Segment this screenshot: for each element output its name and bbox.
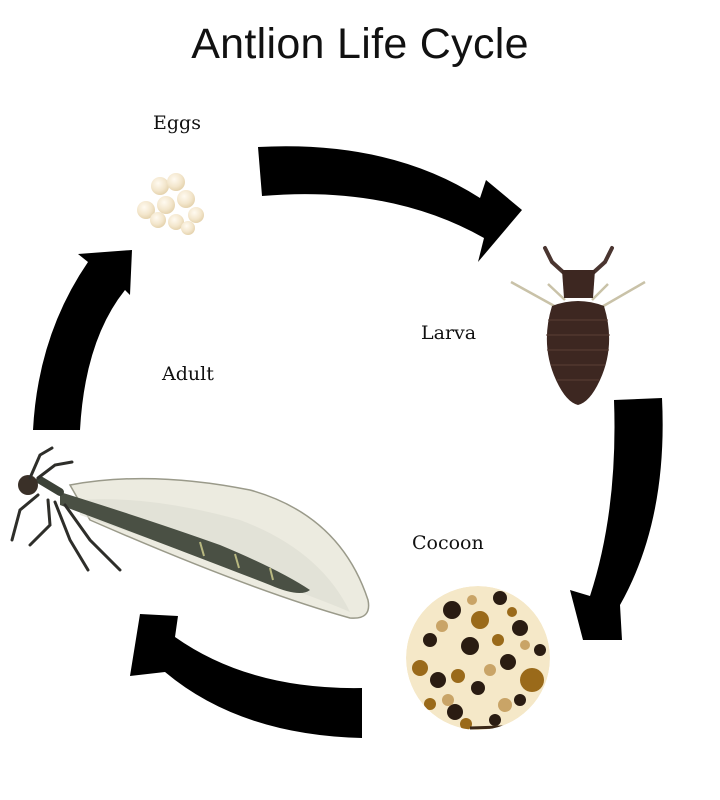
arrow-cocoon-to-adult (130, 614, 362, 738)
arrow-eggs-to-larva (258, 146, 522, 262)
arrow-adult-to-eggs (33, 250, 132, 430)
stage-label-larva: Larva (421, 322, 477, 344)
page-title: Antlion Life Cycle (191, 20, 529, 68)
stage-label-adult: Adult (162, 363, 214, 385)
stage-label-cocoon: Cocoon (412, 532, 484, 554)
adult-antlion-icon (10, 446, 370, 619)
eggs-icon (137, 173, 204, 235)
arrow-larva-to-cocoon (570, 398, 663, 640)
larva-icon (510, 246, 646, 405)
stage-label-eggs: Eggs (153, 112, 201, 134)
cocoon-icon (406, 586, 550, 730)
